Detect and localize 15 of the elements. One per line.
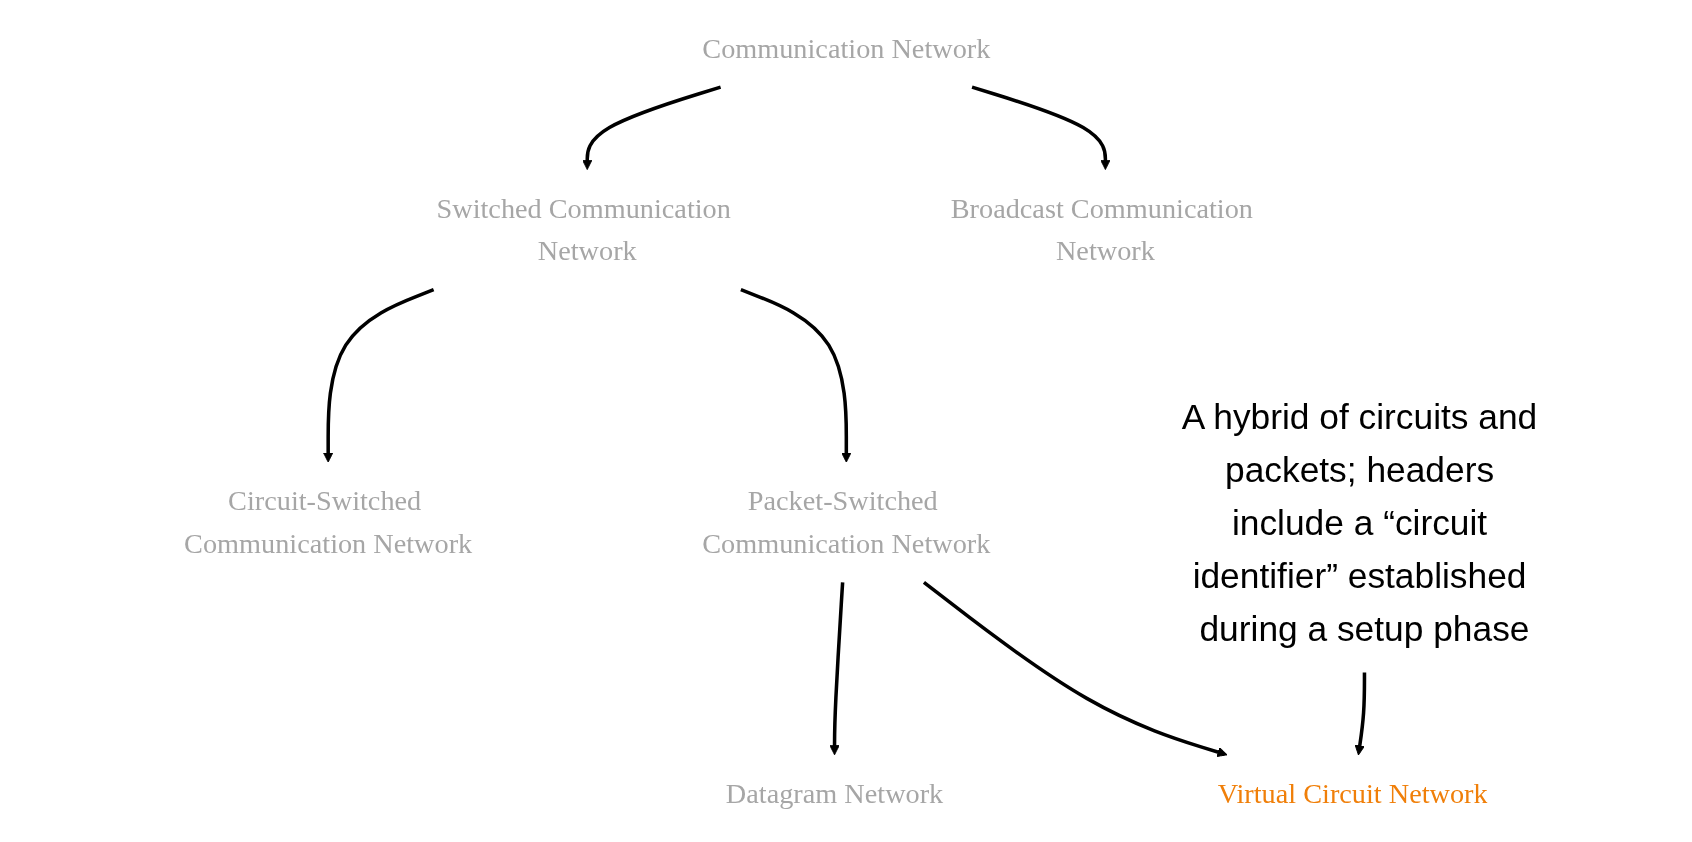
arrow [971, 85, 1111, 171]
node-text: Communication Network [701, 32, 991, 64]
node-text: A hybrid of circuits and packets; headers include a “circuit identifier” established during a setup phase [1181, 396, 1537, 648]
arrow [739, 288, 852, 463]
node-text: Packet-Switched Communication Network [701, 485, 991, 559]
node-text: Broadcast Communication Network [950, 193, 1253, 267]
arrow [581, 85, 721, 171]
node-text: Switched Communication Network [436, 193, 731, 267]
node-text: Datagram Network [725, 778, 943, 810]
arrow [829, 582, 845, 756]
arrow [922, 580, 1228, 758]
node-text: Circuit-Switched Communication Network [183, 485, 472, 559]
arrow [322, 288, 434, 463]
node-text: Virtual Circuit Network [1217, 778, 1488, 810]
arrow [1354, 672, 1366, 756]
